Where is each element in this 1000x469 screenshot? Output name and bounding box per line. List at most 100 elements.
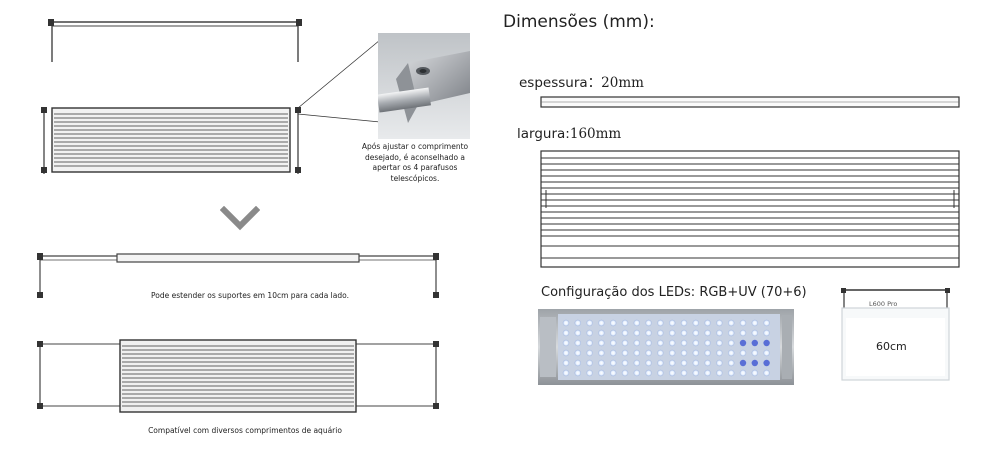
led-dot [574, 329, 581, 337]
led-dot [645, 329, 652, 337]
thickness-row: espessura：20mm [519, 71, 644, 91]
tank-illustration [841, 288, 950, 381]
led-dot [621, 369, 629, 377]
led-dot [704, 369, 711, 377]
led-dot [633, 359, 640, 367]
led-dot [763, 319, 770, 327]
led-dot [692, 369, 699, 377]
led-dot [586, 369, 593, 377]
led-dot [716, 329, 723, 337]
led-dot [751, 329, 758, 337]
led-dot [680, 369, 688, 377]
tank-model-label: L600 Pro [869, 300, 898, 308]
led-dot [692, 319, 699, 327]
thickness-label: espessura [519, 75, 588, 91]
led-dot [562, 339, 570, 347]
led-dot [716, 369, 723, 377]
led-config-label: Configuração dos LEDs: RGB+UV (70+6) [541, 285, 807, 300]
led-dot [704, 349, 711, 357]
led-dot [669, 359, 676, 367]
led-dot [562, 359, 570, 367]
led-dot [574, 359, 581, 367]
led-dot [645, 319, 652, 327]
width-colon: : [565, 126, 570, 142]
fixture-extended-side-view [37, 253, 439, 298]
led-dot [669, 349, 676, 357]
led-dot [610, 339, 617, 347]
led-dot [751, 359, 758, 367]
callout-text: Após ajustar o comprimento desejado, é a… [361, 142, 469, 183]
led-dot [751, 349, 758, 357]
led-dot [574, 339, 581, 347]
led-dot [669, 369, 676, 377]
led-dot [574, 369, 581, 377]
led-dot [739, 329, 747, 337]
callout-leader-lines [297, 39, 381, 123]
led-dot [728, 329, 735, 337]
led-dot [728, 349, 735, 357]
led-dot [621, 349, 629, 357]
led-dot [751, 369, 758, 377]
led-dot [610, 329, 617, 337]
thickness-colon: ： [587, 75, 602, 91]
led-dot [680, 329, 688, 337]
led-dot [562, 369, 570, 377]
led-dot [657, 349, 664, 357]
led-dot [704, 359, 711, 367]
led-dot [598, 359, 605, 367]
led-dot [763, 369, 770, 377]
led-dot [586, 359, 593, 367]
led-dot [610, 359, 617, 367]
led-dot [574, 349, 581, 357]
thickness-bar [540, 96, 960, 108]
led-dot [680, 339, 688, 347]
led-dot [669, 319, 676, 327]
led-dot [621, 319, 629, 327]
led-dot [739, 369, 747, 377]
led-dot [692, 359, 699, 367]
led-dot [669, 329, 676, 337]
led-dot [562, 349, 570, 357]
led-dot [645, 369, 652, 377]
width-label: largura [517, 126, 566, 142]
led-dot [728, 339, 735, 347]
fixture-top-view [41, 107, 301, 174]
width-value: 160mm [569, 126, 622, 142]
led-dot [562, 319, 570, 327]
led-dot [657, 319, 664, 327]
width-profile [540, 150, 960, 268]
led-dot [610, 349, 617, 357]
led-dot [633, 319, 640, 327]
led-dot [692, 349, 699, 357]
led-dot [728, 369, 735, 377]
screw-closeup-photo [378, 33, 470, 139]
led-dot [763, 359, 770, 367]
led-dot [692, 329, 699, 337]
led-dot [657, 339, 664, 347]
led-dot [574, 319, 581, 327]
led-dot [692, 339, 699, 347]
chevron-down-icon [220, 206, 260, 231]
led-dot [621, 359, 629, 367]
extend-caption: Pode estender os suportes em 10cm para c… [151, 291, 349, 300]
led-dot [586, 339, 593, 347]
led-dot [716, 319, 723, 327]
fixture-extended-top-view [37, 339, 439, 413]
led-dot [633, 349, 640, 357]
led-dot [586, 319, 593, 327]
compat-caption: Compatível com diversos comprimentos de … [148, 426, 342, 435]
led-dot [598, 369, 605, 377]
led-dot [704, 339, 711, 347]
led-dot [598, 329, 605, 337]
led-dot [704, 319, 711, 327]
led-dot [657, 369, 664, 377]
led-dot [621, 329, 629, 337]
led-dot [739, 349, 747, 357]
led-dot [728, 319, 735, 327]
thickness-value: 20mm [601, 75, 644, 91]
led-dot [645, 349, 652, 357]
led-dot [728, 359, 735, 367]
led-dot [763, 349, 770, 357]
led-dot [716, 359, 723, 367]
led-dot [763, 339, 770, 347]
